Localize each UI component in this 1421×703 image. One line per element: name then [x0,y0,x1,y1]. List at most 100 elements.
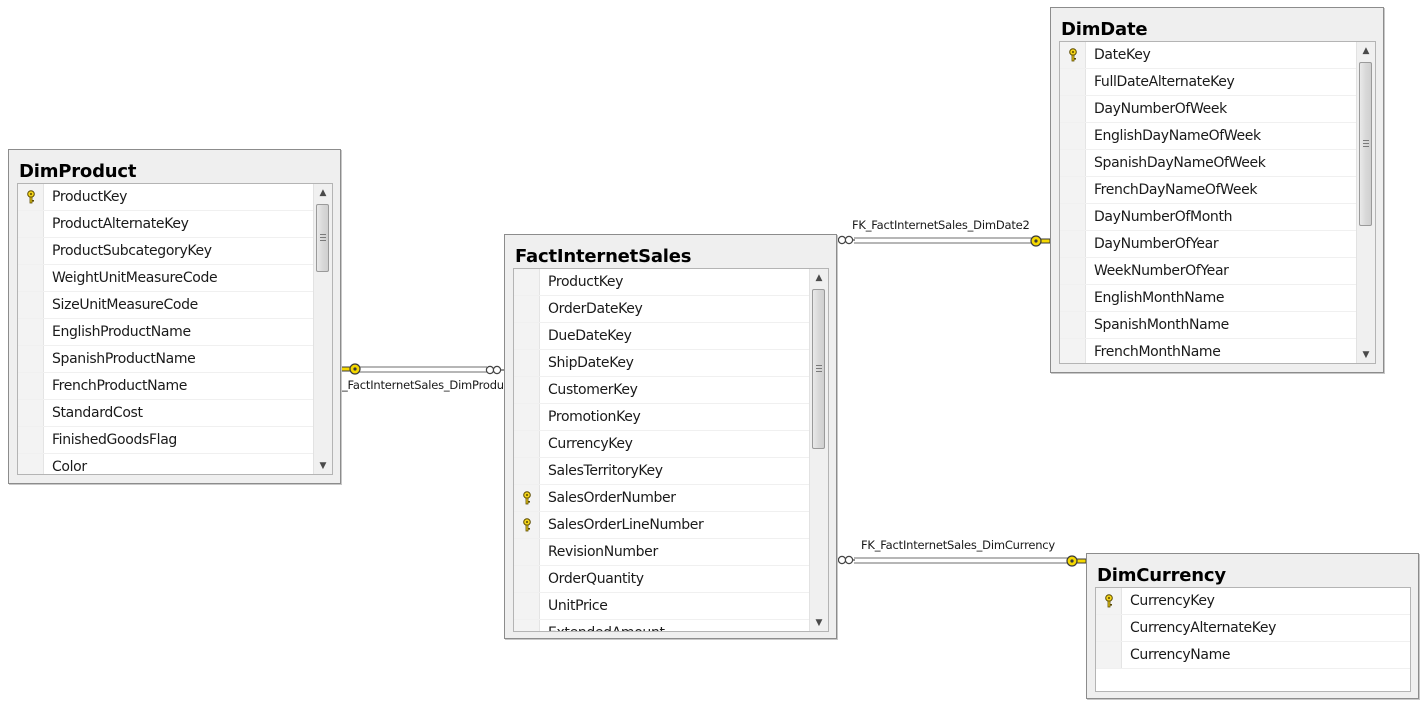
relationship-currency-line[interactable] [854,557,1068,564]
row-selector[interactable] [18,211,44,237]
row-selector[interactable] [514,566,540,592]
scroll-up-arrow-icon[interactable]: ▲ [1362,45,1370,56]
row-selector[interactable] [1060,312,1086,338]
column-row[interactable]: DateKey [1060,42,1358,69]
row-selector[interactable] [1060,150,1086,176]
row-selector[interactable] [1060,96,1086,122]
row-selector[interactable] [514,350,540,376]
column-row[interactable]: ShipDateKey [514,350,811,377]
scroll-thumb[interactable] [812,289,825,449]
column-row[interactable]: EnglishMonthName [1060,285,1358,312]
column-row[interactable]: SpanishMonthName [1060,312,1358,339]
column-row[interactable]: DayNumberOfYear [1060,231,1358,258]
column-row[interactable]: EnglishProductName [18,319,315,346]
row-selector[interactable] [1060,69,1086,95]
row-selector[interactable] [1060,231,1086,257]
column-row[interactable]: SpanishDayNameOfWeek [1060,150,1358,177]
column-row[interactable]: DayNumberOfMonth [1060,204,1358,231]
row-selector[interactable] [18,292,44,318]
column-row[interactable]: DueDateKey [514,323,811,350]
column-row[interactable]: ProductKey [514,269,811,296]
column-row[interactable]: PromotionKey [514,404,811,431]
column-row[interactable]: ProductKey [18,184,315,211]
column-row[interactable]: WeekNumberOfYear [1060,258,1358,285]
column-row[interactable]: CurrencyKey [1096,588,1410,615]
column-row[interactable]: FrenchProductName [18,373,315,400]
row-selector[interactable] [18,400,44,426]
row-selector[interactable] [514,269,540,295]
row-selector[interactable] [514,539,540,565]
column-row[interactable]: EnglishDayNameOfWeek [1060,123,1358,150]
column-row[interactable]: SalesOrderNumber [514,485,811,512]
column-row[interactable]: FinishedGoodsFlag [18,427,315,454]
row-selector[interactable] [1060,285,1086,311]
column-row[interactable]: SpanishProductName [18,346,315,373]
row-selector[interactable] [514,620,540,631]
row-selector[interactable] [1096,615,1122,641]
scroll-down-arrow-icon[interactable]: ▼ [319,460,327,471]
row-selector[interactable] [1096,642,1122,668]
column-row[interactable]: OrderDateKey [514,296,811,323]
column-row[interactable]: StandardCost [18,400,315,427]
column-row[interactable]: ProductAlternateKey [18,211,315,238]
relationship-date-line[interactable] [854,237,1034,244]
relationship-product-line[interactable] [358,366,487,373]
row-selector[interactable] [514,458,540,484]
scroll-up-arrow-icon[interactable]: ▲ [319,187,327,198]
scroll-down-arrow-icon[interactable]: ▼ [815,617,823,628]
column-row[interactable]: FrenchMonthName [1060,339,1358,363]
column-row[interactable]: WeightUnitMeasureCode [18,265,315,292]
column-row[interactable]: CustomerKey [514,377,811,404]
row-selector[interactable] [18,265,44,291]
column-row[interactable]: RevisionNumber [514,539,811,566]
scroll-thumb[interactable] [1359,62,1372,226]
row-selector[interactable] [1060,258,1086,284]
relationship-label-currency[interactable]: FK_FactInternetSales_DimCurrency [861,538,1056,552]
row-selector[interactable] [514,593,540,619]
row-selector[interactable] [514,323,540,349]
row-selector[interactable] [18,454,44,474]
column-row[interactable]: SalesTerritoryKey [514,458,811,485]
column-row[interactable]: SalesOrderLineNumber [514,512,811,539]
row-selector[interactable] [1060,204,1086,230]
row-selector[interactable] [514,485,540,511]
scroll-thumb[interactable] [316,204,329,272]
row-selector[interactable] [18,184,44,210]
scroll-down-arrow-icon[interactable]: ▼ [1362,349,1370,360]
column-row[interactable]: CurrencyName [1096,642,1410,669]
column-row[interactable]: CurrencyKey [514,431,811,458]
relationship-label-date[interactable]: FK_FactInternetSales_DimDate2 [852,218,1030,232]
row-selector[interactable] [18,238,44,264]
row-selector[interactable] [514,512,540,538]
row-selector[interactable] [514,296,540,322]
column-row[interactable]: OrderQuantity [514,566,811,593]
column-row[interactable]: ProductSubcategoryKey [18,238,315,265]
vertical-scrollbar[interactable]: ▲ ▼ [809,269,828,631]
column-row[interactable]: ExtendedAmount [514,620,811,631]
row-selector[interactable] [514,431,540,457]
row-selector[interactable] [18,319,44,345]
scroll-up-arrow-icon[interactable]: ▲ [815,272,823,283]
vertical-scrollbar[interactable]: ▲ ▼ [313,184,332,474]
row-selector[interactable] [1060,42,1086,68]
relationship-label-product[interactable]: _FactInternetSales_DimProdu [342,378,504,392]
column-row[interactable]: DayNumberOfWeek [1060,96,1358,123]
column-row[interactable]: FrenchDayNameOfWeek [1060,177,1358,204]
column-row[interactable]: CurrencyAlternateKey [1096,615,1410,642]
row-selector[interactable] [18,373,44,399]
row-selector[interactable] [1060,177,1086,203]
row-selector[interactable] [514,377,540,403]
row-selector[interactable] [1060,123,1086,149]
row-selector[interactable] [18,346,44,372]
column-row[interactable]: Color [18,454,315,474]
row-selector[interactable] [514,404,540,430]
row-selector[interactable] [1096,588,1122,614]
